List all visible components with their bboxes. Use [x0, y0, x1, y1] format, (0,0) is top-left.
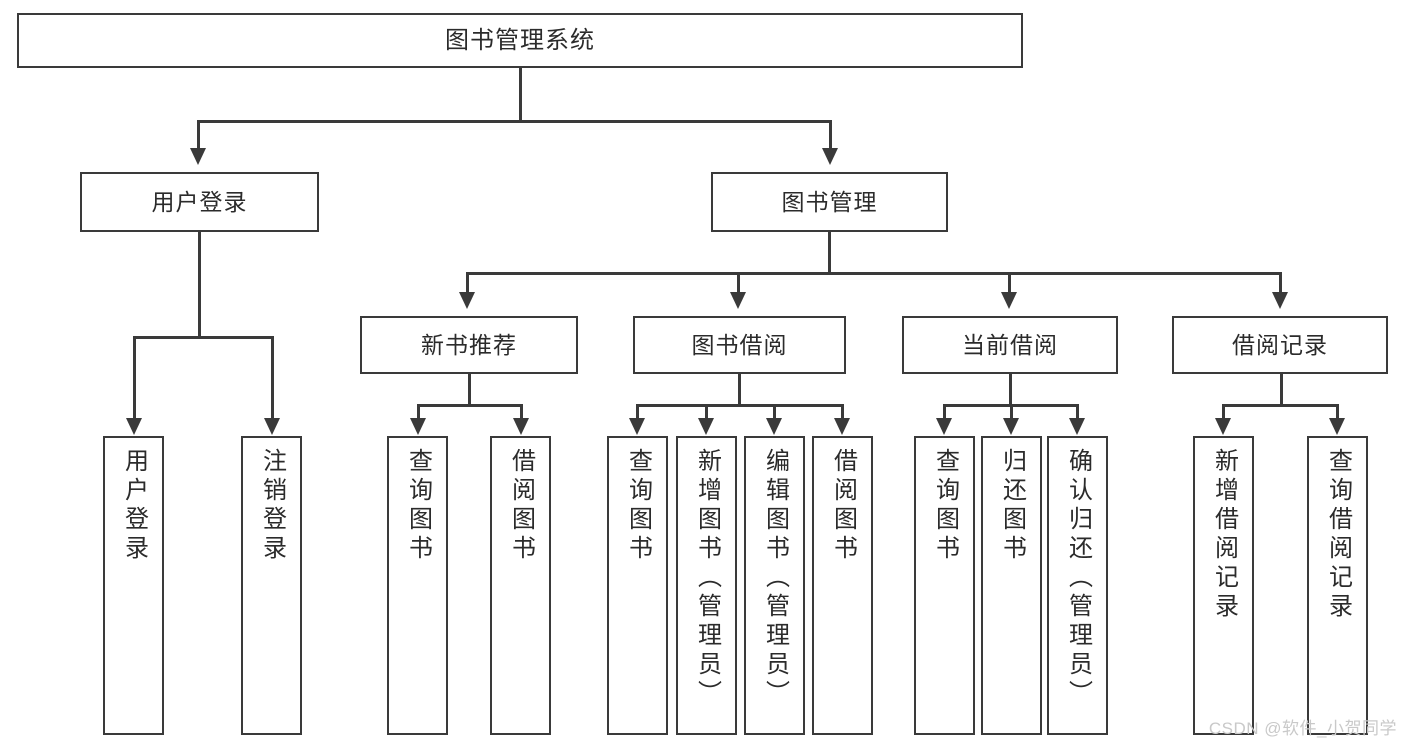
- leaf-current-borrow-confirm-return-admin[interactable]: 确认归还（管理员）: [1047, 436, 1108, 735]
- node-book-borrow[interactable]: 图书借阅: [633, 316, 846, 374]
- edge-book-manage-bus: [466, 272, 1279, 275]
- leaf-current-borrow-query-book[interactable]: 查询图书: [914, 436, 975, 735]
- node-borrow-record[interactable]: 借阅记录: [1172, 316, 1388, 374]
- node-user-login[interactable]: 用户登录: [80, 172, 319, 232]
- arrowhead-leaf-current-borrow-1: [936, 418, 952, 435]
- leaf-new-book-borrow-book[interactable]: 借阅图书: [490, 436, 551, 735]
- edge-to-user-login: [197, 120, 200, 150]
- arrowhead-leaf-user-login-1: [126, 418, 142, 435]
- node-new-book-recommend[interactable]: 新书推荐: [360, 316, 578, 374]
- node-label: 查询图书: [624, 448, 652, 564]
- edge-borrow-record-bus: [1222, 404, 1338, 407]
- edge-book-borrow-bus: [636, 404, 843, 407]
- arrowhead-book-borrow: [730, 292, 746, 309]
- arrowhead-book-manage: [822, 148, 838, 165]
- edge-user-login-stem: [198, 232, 201, 336]
- edge-borrow-record-stem: [1280, 374, 1283, 404]
- edge-book-borrow-drop-2: [705, 404, 708, 420]
- edge-user-login-drop-1: [133, 336, 136, 420]
- edge-current-borrow-drop-2: [1010, 404, 1013, 420]
- node-label: 归还图书: [998, 448, 1026, 564]
- edge-user-login-drop-2: [271, 336, 274, 420]
- leaf-user-login-logout[interactable]: 注销登录: [241, 436, 302, 735]
- node-label: 查询图书: [931, 448, 959, 564]
- leaf-new-book-query-book[interactable]: 查询图书: [387, 436, 448, 735]
- node-label: 注销登录: [258, 448, 286, 564]
- node-label: 借阅记录: [1232, 331, 1328, 358]
- node-label: 新增图书（管理员）: [693, 448, 721, 709]
- arrowhead-leaf-book-borrow-1: [629, 418, 645, 435]
- node-label: 图书借阅: [691, 331, 788, 358]
- edge-book-borrow-drop-3: [773, 404, 776, 420]
- arrowhead-leaf-current-borrow-3: [1069, 418, 1085, 435]
- edge-book-manage-drop-2: [737, 272, 740, 294]
- arrowhead-leaf-borrow-record-1: [1215, 418, 1231, 435]
- edge-borrow-record-drop-2: [1336, 404, 1339, 420]
- edge-user-login-bus: [133, 336, 273, 339]
- arrowhead-leaf-new-book-1: [410, 418, 426, 435]
- edge-book-borrow-drop-4: [841, 404, 844, 420]
- node-label: 查询借阅记录: [1324, 448, 1352, 622]
- edge-book-manage-drop-3: [1008, 272, 1011, 294]
- node-root-library-system[interactable]: 图书管理系统: [17, 13, 1023, 68]
- leaf-borrow-record-query-record[interactable]: 查询借阅记录: [1307, 436, 1368, 735]
- edge-book-manage-drop-1: [466, 272, 469, 294]
- edge-to-book-manage: [829, 120, 832, 150]
- node-label: 编辑图书（管理员）: [761, 448, 789, 709]
- node-label: 新书推荐: [421, 331, 517, 358]
- edge-book-borrow-drop-1: [636, 404, 639, 420]
- arrowhead-leaf-book-borrow-2: [698, 418, 714, 435]
- node-label: 确认归还（管理员）: [1064, 448, 1092, 709]
- edge-new-book-drop-2: [520, 404, 523, 420]
- node-label: 用户登录: [151, 188, 248, 215]
- arrowhead-leaf-book-borrow-4: [834, 418, 850, 435]
- node-book-management[interactable]: 图书管理: [711, 172, 948, 232]
- leaf-book-borrow-query-book[interactable]: 查询图书: [607, 436, 668, 735]
- arrowhead-user-login: [190, 148, 206, 165]
- edge-book-manage-stem: [828, 232, 831, 272]
- arrowhead-leaf-current-borrow-2: [1003, 418, 1019, 435]
- node-label: 图书管理: [781, 188, 878, 215]
- arrowhead-leaf-borrow-record-2: [1329, 418, 1345, 435]
- leaf-book-borrow-edit-book-admin[interactable]: 编辑图书（管理员）: [744, 436, 805, 735]
- leaf-book-borrow-borrow-book[interactable]: 借阅图书: [812, 436, 873, 735]
- leaf-book-borrow-add-book-admin[interactable]: 新增图书（管理员）: [676, 436, 737, 735]
- edge-current-borrow-drop-1: [943, 404, 946, 420]
- arrowhead-leaf-user-login-2: [264, 418, 280, 435]
- node-label: 图书管理系统: [445, 26, 595, 54]
- edge-book-manage-drop-4: [1279, 272, 1282, 294]
- edge-current-borrow-stem: [1009, 374, 1012, 404]
- arrowhead-leaf-book-borrow-3: [766, 418, 782, 435]
- leaf-user-login-user-login[interactable]: 用户登录: [103, 436, 164, 735]
- edge-root-bus: [197, 120, 831, 123]
- leaf-current-borrow-return-book[interactable]: 归还图书: [981, 436, 1042, 735]
- edge-new-book-drop-1: [417, 404, 420, 420]
- node-current-borrow[interactable]: 当前借阅: [902, 316, 1118, 374]
- edge-new-book-bus: [417, 404, 522, 407]
- node-label: 借阅图书: [507, 448, 535, 564]
- node-label: 用户登录: [120, 448, 148, 564]
- edge-root-stem: [519, 68, 522, 120]
- edge-borrow-record-drop-1: [1222, 404, 1225, 420]
- arrowhead-borrow-record: [1272, 292, 1288, 309]
- arrowhead-new-book-recommend: [459, 292, 475, 309]
- edge-current-borrow-drop-3: [1076, 404, 1079, 420]
- arrowhead-leaf-new-book-2: [513, 418, 529, 435]
- edge-new-book-stem: [468, 374, 471, 404]
- edge-book-borrow-stem: [738, 374, 741, 404]
- node-label: 当前借阅: [962, 331, 1058, 358]
- node-label: 新增借阅记录: [1210, 448, 1238, 622]
- node-label: 查询图书: [404, 448, 432, 564]
- leaf-borrow-record-add-record[interactable]: 新增借阅记录: [1193, 436, 1254, 735]
- node-label: 借阅图书: [829, 448, 857, 564]
- arrowhead-current-borrow: [1001, 292, 1017, 309]
